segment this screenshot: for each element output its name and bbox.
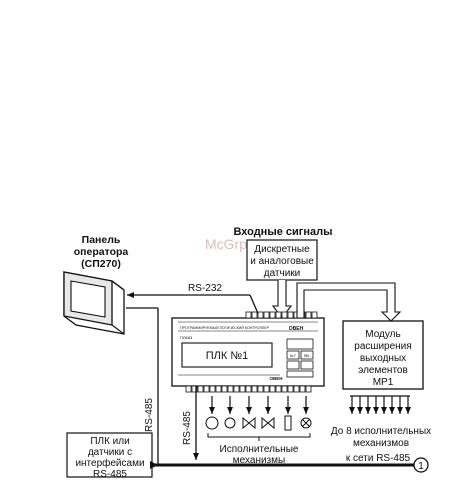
motor-icon <box>205 416 219 430</box>
sensors-label-1: Дискретные <box>254 244 310 255</box>
operator-panel-device <box>63 271 125 335</box>
operator-panel-label-1: Панель <box>82 234 121 246</box>
bus-arrow-left <box>150 461 158 469</box>
operator-panel-label-3: (СП270) <box>81 258 121 270</box>
rs485-device-label-2: датчики с <box>88 447 132 458</box>
plc-label: ПЛК №1 <box>206 350 249 362</box>
heater-icon <box>284 415 292 431</box>
input-signals-title: Входные сигналы <box>233 226 332 238</box>
expansion-label-4: элементов <box>358 365 408 376</box>
expansion-label-5: МР1 <box>373 377 394 388</box>
valve-icon <box>242 416 256 430</box>
sensors-label-2: и аналоговые <box>250 256 314 267</box>
lamp-icon <box>224 417 236 429</box>
indicator-cross <box>302 419 310 427</box>
expansion-note-2: механизмов <box>353 438 409 449</box>
plc-brand: ОВЕН <box>289 326 304 332</box>
plc-sel-button: SEL <box>304 354 311 358</box>
actuator-symbols <box>205 415 312 431</box>
plc-device <box>171 311 325 393</box>
rs485-device-label-1: ПЛК или <box>90 436 129 447</box>
expansion-label-1: Модуль <box>365 329 400 340</box>
callout-number: 1 <box>418 461 424 472</box>
actuators-label-1: Исполнительные <box>220 444 299 455</box>
plc-to-expansion-link <box>296 282 402 322</box>
expansion-module-box <box>342 320 424 390</box>
plc-alt-button: ALT <box>290 354 297 358</box>
rs485-mid-label: RS-485 <box>182 411 193 445</box>
operator-panel-label-2: оператора <box>74 246 129 258</box>
actuators-label-2: механизмы <box>233 455 285 466</box>
callout-circle <box>413 457 429 473</box>
network-label: к сети RS-485 <box>346 453 411 464</box>
rs485-device-label-3: интерфейсами <box>75 457 144 469</box>
valve-icon-2 <box>261 416 275 430</box>
rs485-device-label-4: RS-485 <box>93 469 127 480</box>
expansion-label-2: расширения <box>354 341 411 352</box>
sensors-box <box>246 239 318 281</box>
rs232-label: RS-232 <box>188 283 222 294</box>
actuators-bracket <box>207 433 311 438</box>
plc-brand-bottom: ОВЕН <box>269 376 282 381</box>
expansion-output-arrows <box>349 396 411 414</box>
expansion-label-3: выходных <box>360 353 406 364</box>
rs485-left-label: RS-485 <box>144 398 155 432</box>
plc-model: ПЛК63 <box>180 335 193 340</box>
sensors-label-3: датчики <box>264 268 301 279</box>
expansion-note-1: До 8 исполнительных <box>331 426 431 437</box>
plc-output-lines <box>209 396 309 414</box>
plc-header-text: ПРОГРАММИРУЕМЫЙ ЛОГИЧЕСКИЙ КОНТРОЛЛЕР <box>180 326 270 330</box>
rs485-device-box <box>66 432 153 478</box>
